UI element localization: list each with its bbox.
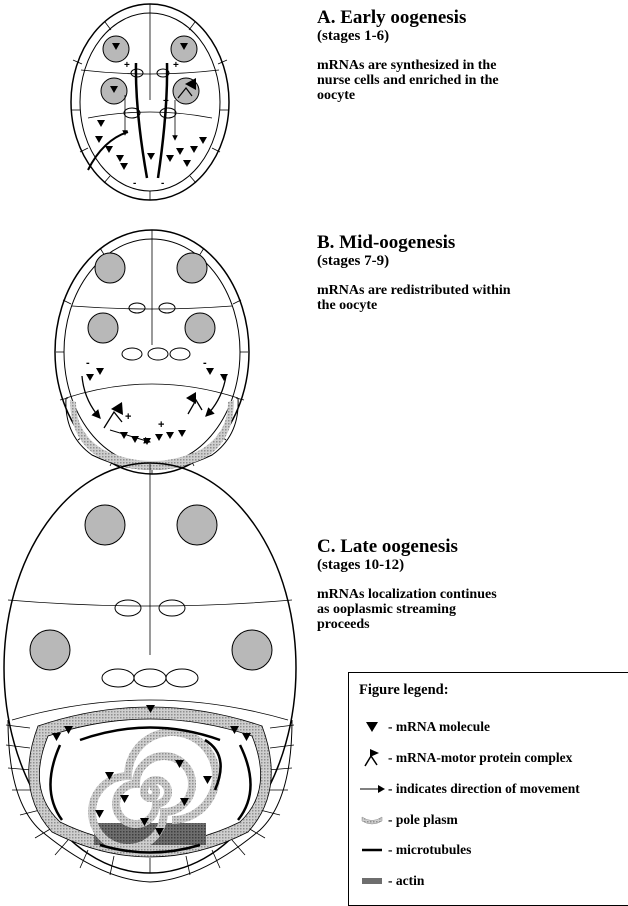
- nuclei-b: [88, 253, 215, 343]
- microtubule-icon: [356, 840, 388, 860]
- stage-a-text: A. Early oogenesis (stages 1-6) mRNAs ar…: [317, 7, 507, 103]
- plus-mark: +: [173, 60, 179, 71]
- stage-b-subtitle: (stages 7-9): [317, 253, 532, 270]
- legend-item-actin: - actin: [356, 871, 424, 891]
- legend-item-direction: - indicates direction of movement: [356, 779, 580, 799]
- mrna-molecules-b: [86, 368, 228, 445]
- stage-a-title: A. Early oogenesis: [317, 7, 507, 28]
- mrna-molecule-icon: [356, 717, 388, 737]
- motor-complex-icon: [356, 748, 388, 768]
- nuclei-c: [30, 505, 272, 670]
- stage-c-title: C. Late oogenesis: [317, 536, 507, 557]
- minus-mark: -: [161, 178, 164, 189]
- stage-b-title: B. Mid-oogenesis: [317, 232, 532, 253]
- stage-a-subtitle: (stages 1-6): [317, 28, 507, 45]
- stage-b-text: B. Mid-oogenesis (stages 7-9) mRNAs are …: [317, 232, 532, 313]
- legend-label: - actin: [388, 873, 424, 889]
- legend-item-pole-plasm: - pole plasm: [356, 810, 458, 830]
- egg-chamber-a: [71, 4, 229, 200]
- plus-mark: +: [158, 419, 164, 431]
- direction-arrow-icon: [356, 779, 388, 799]
- stage-c-text: C. Late oogenesis (stages 10-12) mRNAs l…: [317, 536, 507, 632]
- pole-plasm-icon: [356, 810, 388, 830]
- legend-label: - mRNA molecule: [388, 719, 490, 735]
- stage-c-subtitle: (stages 10-12): [317, 557, 507, 574]
- minus-mark: -: [133, 178, 136, 189]
- legend-item-mrna: - mRNA molecule: [356, 717, 490, 737]
- legend-label: - microtubules: [388, 842, 471, 858]
- legend-item-microtubules: - microtubules: [356, 840, 471, 860]
- actin-icon: [356, 871, 388, 891]
- mrna-molecules-a: [95, 43, 207, 170]
- plus-mark: +: [124, 60, 130, 71]
- stage-a-description: mRNAs are synthesized in the nurse cells…: [317, 58, 507, 103]
- stage-c-description: mRNAs localization continues as ooplasmi…: [317, 587, 507, 632]
- stage-b-description: mRNAs are redistributed within the oocyt…: [317, 283, 532, 313]
- minus-mark: -: [203, 357, 207, 369]
- plus-mark: +: [163, 96, 169, 107]
- plus-mark: +: [125, 411, 131, 423]
- oocyte-contents-b: [82, 376, 226, 442]
- minus-mark: -: [86, 357, 90, 369]
- legend-item-motor: - mRNA-motor protein complex: [356, 748, 572, 768]
- legend-label: - mRNA-motor protein complex: [388, 750, 572, 766]
- legend-label: - indicates direction of movement: [388, 781, 580, 797]
- legend-label: - pole plasm: [388, 812, 458, 828]
- figure-legend: Figure legend: - mRNA molecule - mRNA-mo…: [348, 672, 628, 906]
- legend-title: Figure legend:: [359, 682, 449, 699]
